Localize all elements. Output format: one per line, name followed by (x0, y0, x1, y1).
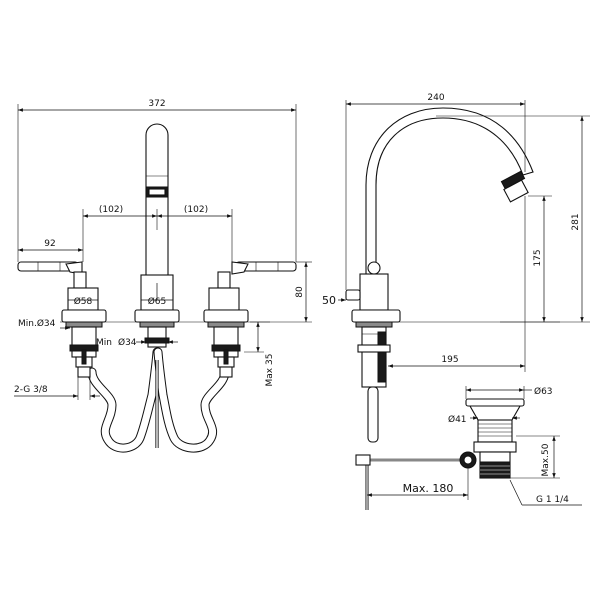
dim-handle-length: 92 (18, 239, 83, 252)
label-handle-length: 92 (44, 239, 55, 249)
dim-height-80: 80 (250, 261, 312, 323)
hoses (87, 347, 230, 453)
side-body (345, 261, 401, 443)
dim-waste-dia: Ø63 (465, 386, 553, 399)
dim-connection: 2-G 3/8 (14, 377, 100, 400)
side-view: 240 281 175 50 195 Ø63 (322, 93, 590, 510)
dim-centres: (102) (102) (82, 205, 233, 262)
label-spout-base-dia: Ø65 (148, 296, 167, 307)
popup-waste (465, 398, 525, 479)
label-max-deck: Max 35 (265, 354, 275, 387)
dim-handle-offset: 50 (322, 294, 346, 307)
lift-rod (355, 451, 477, 510)
label-handle-offset: 50 (322, 294, 336, 307)
label-waste-thread: G 1 1/4 (536, 495, 569, 505)
label-min: Min (96, 338, 112, 348)
center-spout (134, 123, 180, 348)
label-rod-length: Max. 180 (403, 482, 454, 495)
label-waste-max: Max.50 (541, 443, 551, 476)
dim-spout-reach: 240 (345, 93, 526, 290)
dim-min-holes: Min.Ø34 Min Ø34 (18, 318, 178, 348)
label-spout-projection: 195 (441, 355, 458, 365)
side-spout (365, 107, 534, 283)
dim-waste-hole: Ø41 (448, 414, 520, 425)
label-handle-base-dia: Ø58 (74, 296, 93, 307)
label-min-hole-left: Min.Ø34 (18, 318, 56, 329)
dim-waste-max: Max.50 (510, 435, 560, 479)
dim-max-35: Max 35 (244, 322, 275, 386)
dim-overall-width: 372 (17, 99, 297, 262)
front-view: 372 (102) (102) 92 Ø58 Ø65 80 M (14, 99, 312, 453)
label-total-height: 281 (571, 213, 581, 230)
label-spout-height: 175 (533, 249, 543, 266)
dim-spout-projection: 195 (388, 196, 526, 372)
label-waste-dia: Ø63 (534, 386, 553, 397)
label-overall-width: 372 (148, 99, 165, 109)
right-valve (203, 261, 297, 378)
dim-spout-height: 175 (528, 195, 552, 322)
label-centre-left: (102) (99, 205, 123, 215)
left-valve (17, 261, 107, 378)
label-waste-hole: Ø41 (448, 414, 467, 425)
dim-waste-thread: G 1 1/4 (509, 479, 582, 506)
dim-diameters: Ø58 Ø65 (68, 296, 173, 307)
label-connection: 2-G 3/8 (14, 385, 48, 395)
label-spout-reach: 240 (427, 93, 444, 103)
label-min-hole-center: Ø34 (118, 337, 137, 348)
label-centre-right: (102) (184, 205, 208, 215)
dim-total-height: 281 (436, 115, 590, 323)
dim-rod-length: Max. 180 (367, 468, 469, 500)
label-height-80: 80 (295, 286, 305, 298)
